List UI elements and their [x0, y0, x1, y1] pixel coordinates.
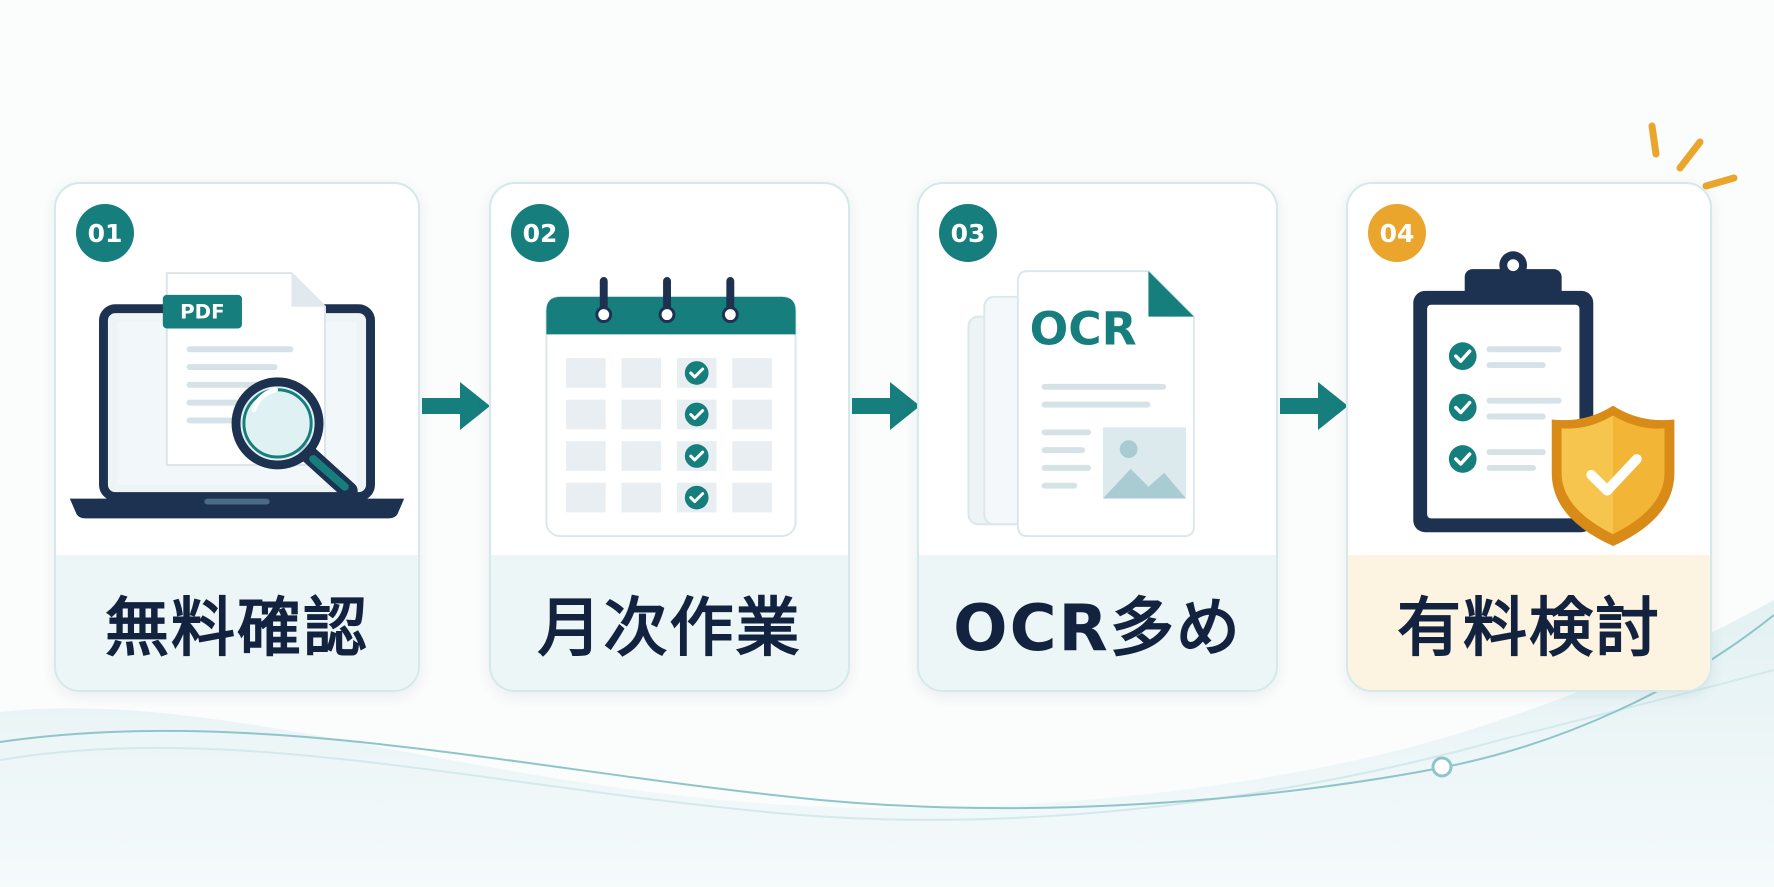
arrow-right-icon — [852, 382, 920, 430]
step-label: OCR多め — [953, 591, 1242, 666]
step-card-2: 02 月次作業 — [489, 182, 850, 692]
step-label-band: 有料検討 — [1348, 555, 1710, 690]
step-label: 月次作業 — [537, 591, 802, 666]
laptop-pdf-search-icon: PDF — [69, 272, 405, 519]
ocr-document-stack-icon: OCR — [967, 270, 1195, 538]
step-label-band: 月次作業 — [491, 555, 848, 690]
ocr-text: OCR — [1030, 302, 1137, 355]
step-card-3: 03 OCR OCR多め — [917, 182, 1278, 692]
sparkle-icon — [1648, 122, 1738, 190]
step-number-badge: 03 — [939, 204, 997, 262]
pdf-tag: PDF — [180, 301, 224, 324]
step-number-badge: 04 — [1368, 204, 1426, 262]
arrow-right-icon — [1280, 382, 1348, 430]
step-label: 有料検討 — [1397, 591, 1661, 666]
step-label-band: 無料確認 — [56, 555, 418, 690]
step-card-1: 01 PDF 無料確認 — [54, 182, 420, 692]
step-card-4: 04 有料検討 — [1346, 182, 1712, 692]
step-number-badge: 02 — [511, 204, 569, 262]
arrow-right-icon — [422, 382, 490, 430]
calendar-checklist-icon — [545, 277, 797, 538]
step-label: 無料確認 — [105, 591, 369, 666]
step-label-band: OCR多め — [919, 555, 1276, 690]
clipboard-shield-icon — [1413, 251, 1675, 547]
step-number-badge: 01 — [76, 204, 134, 262]
